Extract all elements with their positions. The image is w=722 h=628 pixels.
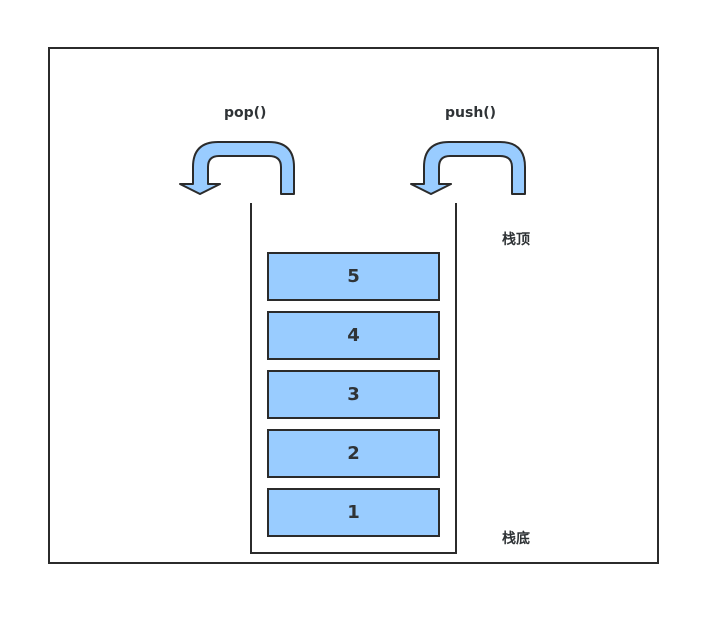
push-label: push() (445, 105, 497, 121)
pop-label: pop() (224, 105, 267, 121)
diagram-frame (48, 47, 659, 564)
stack-item: 5 (267, 252, 440, 301)
stack-container (250, 203, 457, 554)
stack-item: 4 (267, 311, 440, 360)
stack-item: 3 (267, 370, 440, 419)
stack-item: 2 (267, 429, 440, 478)
stack-item: 1 (267, 488, 440, 537)
stack-top-label: 栈顶 (502, 232, 530, 248)
stack-bottom-label: 栈底 (502, 531, 530, 547)
